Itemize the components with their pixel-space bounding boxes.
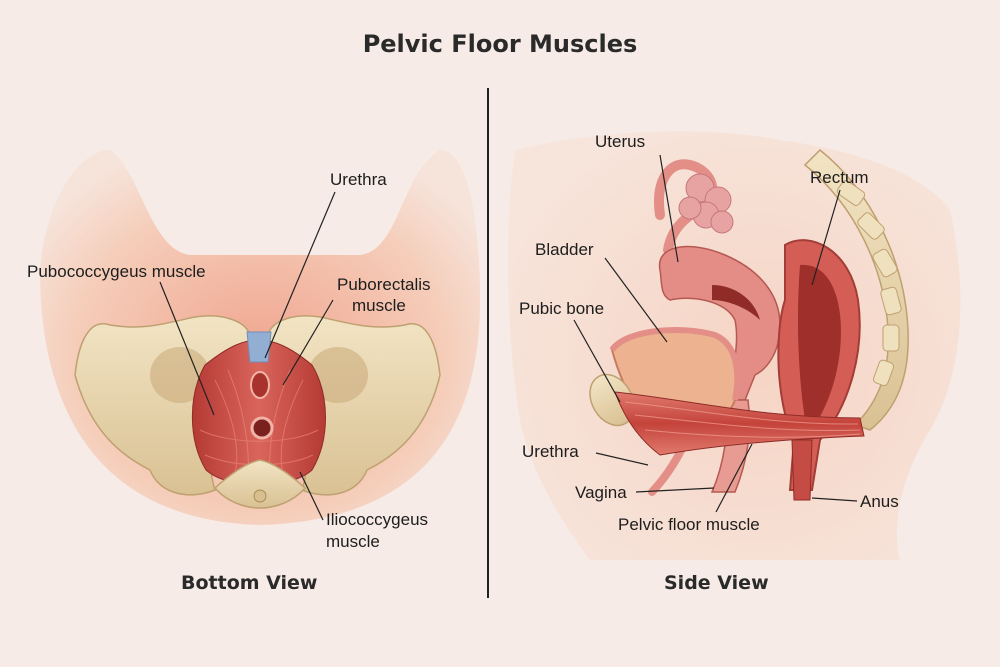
body-silhouette [508, 131, 961, 561]
bottom-view-figure [40, 150, 480, 525]
label-pelvic-floor-muscle: Pelvic floor muscle [618, 515, 760, 534]
left-obturator-foramen [150, 347, 210, 403]
label-pubococcygeus: Pubococcygeus muscle [27, 262, 206, 281]
pelvic-floor-muscle-band [614, 391, 865, 456]
right-obturator-foramen [308, 347, 368, 403]
rectal-lumen [797, 264, 841, 435]
coccyx-tip [253, 489, 267, 503]
coccyx [213, 459, 307, 509]
anal-opening [250, 416, 274, 440]
label-puborectalis-line2: muscle [352, 296, 406, 315]
label-bladder: Bladder [535, 240, 594, 259]
uterus-structure [658, 245, 781, 401]
muscle-fibers [199, 369, 319, 481]
side-view-leader-lines [573, 154, 858, 513]
label-rectum: Rectum [810, 168, 869, 187]
anal-canal [791, 439, 813, 501]
ovary [678, 173, 734, 234]
label-vagina: Vagina [575, 483, 627, 502]
caption-side-view: Side View [664, 572, 769, 594]
muscle-band-fibers [624, 401, 861, 438]
label-uterus: Uterus [595, 132, 646, 151]
label-iliococcygeus-line1: Iliococcygeus [326, 510, 429, 529]
uterine-cavity [712, 285, 760, 320]
label-anus: Anus [860, 492, 899, 511]
label-urethra-bottom: Urethra [330, 170, 387, 189]
bladder-wall [609, 327, 741, 401]
label-puborectalis-line1: Puborectalis [337, 275, 431, 294]
vaginal-opening [250, 371, 270, 399]
caption-bottom-view: Bottom View [181, 572, 318, 594]
label-pubic-bone: Pubic bone [519, 299, 605, 318]
label-urethra-side: Urethra [522, 442, 579, 461]
side-view-figure [508, 131, 961, 561]
label-iliococcygeus-line2: muscle [326, 532, 380, 551]
bottom-view-leader-lines [159, 191, 336, 521]
pubic-bone-structure [589, 373, 635, 427]
urethra-structure [246, 331, 272, 363]
page-title: Pelvic Floor Muscles [362, 30, 638, 58]
